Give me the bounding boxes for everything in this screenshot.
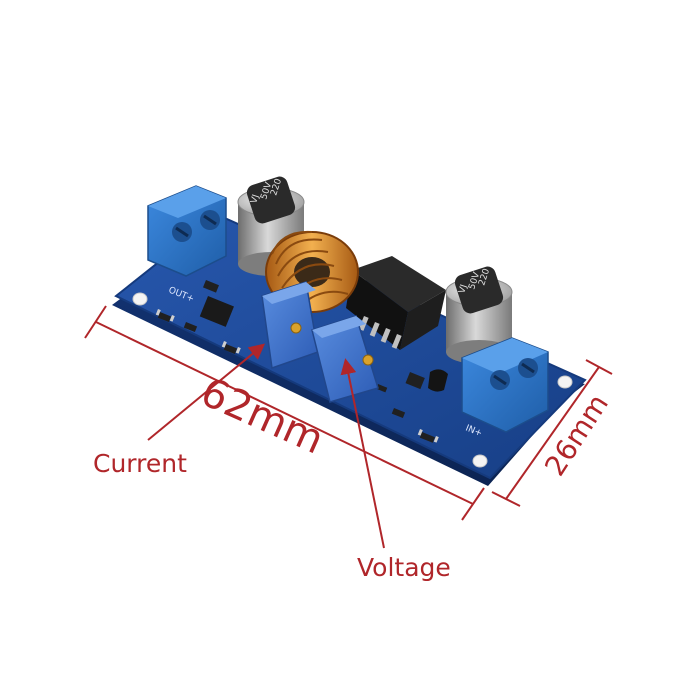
current-callout: Current bbox=[93, 343, 266, 478]
transistor bbox=[428, 369, 448, 392]
input-terminal-block bbox=[461, 337, 549, 433]
capacitor-right-marking-3: VJ bbox=[457, 283, 469, 294]
capacitor-left-marking-3: VJ bbox=[249, 193, 261, 204]
mounting-hole bbox=[472, 454, 488, 468]
mounting-hole bbox=[132, 292, 148, 306]
voltage-callout: Voltage bbox=[340, 358, 451, 582]
mounting-hole bbox=[557, 375, 573, 389]
smd-components bbox=[157, 280, 435, 443]
current-label: Current bbox=[93, 449, 187, 478]
main-ic bbox=[346, 256, 446, 350]
voltage-label: Voltage bbox=[357, 553, 451, 582]
smd-pads bbox=[155, 309, 439, 443]
small-ic bbox=[199, 296, 234, 327]
output-terminal-block bbox=[147, 185, 227, 277]
